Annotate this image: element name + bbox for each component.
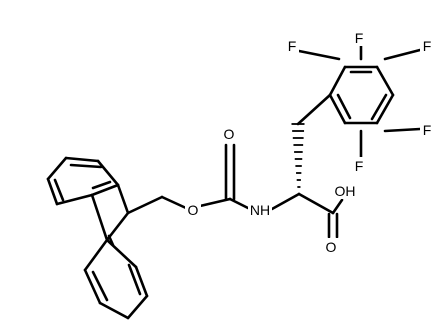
c-f-bond-3 <box>383 48 422 61</box>
ring-double-2 <box>370 93 388 121</box>
svg-text:O: O <box>224 126 235 142</box>
calpha-cooh-bond <box>297 192 335 215</box>
c-f-bond-2 <box>297 49 341 61</box>
upper-benz-3 <box>46 156 68 181</box>
lower-benz-5 <box>134 265 149 298</box>
c9-ring-bond-3 <box>90 193 109 242</box>
ch2-c9-bond <box>126 195 164 215</box>
atom-oh-acid: OH <box>333 182 357 199</box>
atom-f-top: F <box>352 29 366 46</box>
bond-layer <box>46 44 422 320</box>
ring-bond-3 <box>375 65 395 97</box>
svg-text:F: F <box>355 158 364 174</box>
c9-ring-bond-4 <box>105 211 130 242</box>
lower-benz-double-2 <box>127 263 142 296</box>
upper-benz-double-3 <box>91 180 112 190</box>
atom-o-ester: O <box>185 201 201 218</box>
c-oh-bond <box>331 198 344 215</box>
n-c-carbamate-bond <box>228 197 252 211</box>
o-ch2-bond <box>160 195 188 210</box>
atom-o-carbonyl-carbamate: O <box>221 125 237 142</box>
ring-bond-6 <box>328 93 347 125</box>
ring-bond-1 <box>328 65 347 97</box>
atom-f-lower-right: F <box>420 121 434 138</box>
c9-ring-bond-2 <box>90 183 120 197</box>
svg-text:F: F <box>423 122 432 138</box>
lower-benz-4 <box>126 294 149 320</box>
lower-benz-3 <box>98 301 130 320</box>
upper-benz-1 <box>96 159 120 187</box>
lower-benz-double-1 <box>91 270 109 302</box>
lower-benz-double-3 <box>107 234 115 247</box>
n-calpha-bond <box>270 192 301 211</box>
lower-benz-1 <box>83 238 109 272</box>
svg-text:F: F <box>423 38 432 54</box>
svg-text:O: O <box>326 239 337 255</box>
upper-benz-double-2 <box>53 178 65 202</box>
ch2-ring-bond <box>296 93 332 126</box>
lower-benz-2 <box>83 268 102 305</box>
atom-f-upper-right: F <box>420 37 434 54</box>
upper-benz-5 <box>55 193 94 206</box>
svg-text:F: F <box>288 38 297 54</box>
svg-text:O: O <box>188 202 199 218</box>
svg-text:OH: OH <box>335 183 356 199</box>
c-f-bond-4 <box>383 127 422 133</box>
ring-double-3 <box>336 93 352 120</box>
upper-benz-4 <box>46 177 59 206</box>
upper-benz-2 <box>64 156 100 163</box>
svg-text:NH: NH <box>250 202 270 218</box>
atom-f-upper-left: F <box>285 37 299 54</box>
atom-f-lower: F <box>352 157 366 174</box>
stereo-hash-bond <box>291 123 305 195</box>
atom-nh: NH <box>248 201 272 218</box>
atom-o-acid-carbonyl: O <box>323 238 339 255</box>
c9-ring-bond-1 <box>116 183 130 215</box>
ring-bond-4 <box>375 93 395 125</box>
upper-benz-double-1 <box>69 163 103 169</box>
svg-text:F: F <box>355 30 364 46</box>
c-o-ester-bond <box>198 197 232 208</box>
